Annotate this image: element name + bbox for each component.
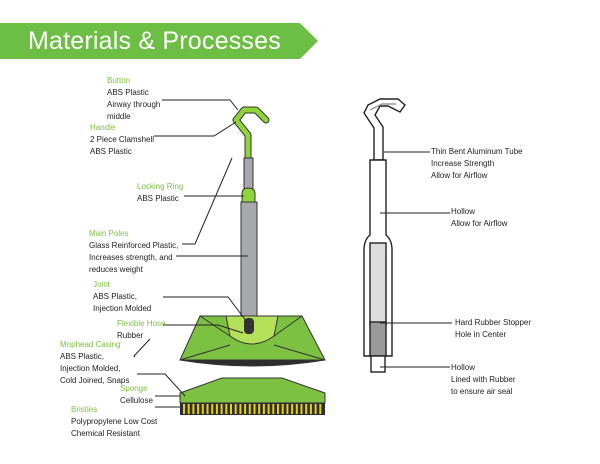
callout-line: 2 Piece Clamshell xyxy=(90,135,155,144)
bristles xyxy=(180,403,325,415)
main-pole xyxy=(240,201,258,321)
callout-line: to ensure air seal xyxy=(451,387,513,396)
callout-line: Allow for Airflow xyxy=(431,171,488,180)
callout-title: Flexible Hose xyxy=(117,319,166,328)
bristle xyxy=(300,404,303,414)
bristle xyxy=(211,404,214,414)
left-leader-lines xyxy=(133,99,248,408)
sponge xyxy=(179,377,326,404)
mophead-casing xyxy=(179,315,326,367)
locking-ring xyxy=(241,187,256,203)
bristle xyxy=(206,404,209,414)
callout-flexible-hose: Flexible Hose Rubber xyxy=(117,318,165,342)
callout-bristles: Bristles Polypropylene Low Cost Chemical… xyxy=(71,404,157,440)
callout-locking-ring: Locking Ring ABS Plastic xyxy=(137,181,183,205)
bristle xyxy=(281,404,284,414)
bristle xyxy=(309,404,312,414)
callout-title: Button xyxy=(107,76,131,85)
callout-line: ABS Plastic, xyxy=(93,292,138,301)
callout-line: Hole in Center xyxy=(455,330,507,339)
bristle xyxy=(192,404,195,414)
callout-title: Main Poles xyxy=(89,229,129,238)
callout-rubber-stopper: Hard Rubber Stopper Hole in Center xyxy=(455,317,531,341)
bristle xyxy=(272,404,275,414)
handle-part xyxy=(232,106,270,162)
bristle xyxy=(314,404,317,414)
callout-line: Chemical Resistant xyxy=(71,429,140,438)
section-banner: Materials & Processes xyxy=(0,23,318,59)
banner-arrow-shape xyxy=(0,23,318,59)
bristle xyxy=(183,404,185,414)
callout-title: Sponge xyxy=(120,384,148,393)
bristle xyxy=(239,404,242,414)
bristle xyxy=(286,404,289,414)
callout-line: ABS Plastic xyxy=(90,147,132,156)
callout-main-poles: Main Poles Glass Reinforced Plastic, Inc… xyxy=(89,228,178,276)
callout-line: ABS Plastic xyxy=(137,194,179,203)
right-leader-lines xyxy=(380,151,452,368)
bristle xyxy=(230,404,232,414)
callout-joint: Joint ABS Plastic, Injection Molded xyxy=(93,279,151,315)
callout-line: Lined with Rubber xyxy=(451,375,516,384)
callout-sponge: Sponge Cellulose xyxy=(120,383,153,407)
bristle xyxy=(291,404,294,414)
bristle xyxy=(262,404,265,414)
bristle xyxy=(197,404,200,414)
callout-line: Hollow xyxy=(451,363,476,372)
callout-line: Polypropylene Low Cost xyxy=(71,417,158,426)
bristle xyxy=(305,404,308,414)
callout-line: Injection Molded xyxy=(93,304,152,313)
callout-line: reduces weight xyxy=(89,265,143,274)
callout-line: ABS Plastic, xyxy=(60,352,105,361)
callout-title: Bristles xyxy=(71,405,98,414)
page-title: Materials & Processes xyxy=(28,27,281,55)
bristle xyxy=(277,404,279,414)
callout-line: Cellulose xyxy=(120,396,153,405)
bristle xyxy=(187,404,190,414)
callout-line: Hard Rubber Stopper xyxy=(455,318,532,327)
callout-handle: Handle 2 Piece Clamshell ABS Plastic xyxy=(90,122,154,158)
callout-line: Allow for Airflow xyxy=(451,219,508,228)
cross-section-drawing xyxy=(363,98,406,373)
callout-hollow-airflow: Hollow Allow for Airflow xyxy=(451,206,507,230)
bristle xyxy=(319,404,322,414)
callout-mophead-casing: Mophead Casing ABS Plastic, Injection Mo… xyxy=(60,339,129,387)
callout-title: Mophead Casing xyxy=(60,340,121,349)
callout-line: Increases strength, and xyxy=(89,253,173,262)
callout-line: Injection Molded, xyxy=(60,364,121,373)
callout-line: ABS Plastic xyxy=(107,88,149,97)
callout-line: Increase Strength xyxy=(431,159,495,168)
callout-button: Button ABS Plastic Airway through middle xyxy=(107,75,160,123)
bristle xyxy=(225,404,228,414)
bristle xyxy=(215,404,218,414)
bristle xyxy=(234,404,237,414)
callout-line: Hollow xyxy=(451,207,476,216)
callout-line: Thin Bent Aluminum Tube xyxy=(431,147,523,156)
callout-line: Rubber xyxy=(117,331,144,340)
bristle xyxy=(248,404,251,414)
callout-title: Locking Ring xyxy=(137,182,184,191)
callout-line: Glass Reinforced Plastic, xyxy=(89,241,179,250)
upper-pole xyxy=(243,157,254,191)
callout-line: Cold Joined, Snaps xyxy=(60,376,130,385)
bristle xyxy=(244,404,247,414)
bristle xyxy=(267,404,270,414)
callout-line: middle xyxy=(107,112,131,121)
callout-title: Joint xyxy=(93,280,110,289)
bristle xyxy=(258,404,261,414)
bristle xyxy=(220,404,223,414)
callout-hollow-rubber: Hollow Lined with Rubber to ensure air s… xyxy=(451,362,515,398)
callout-title: Handle xyxy=(90,123,116,132)
bristle xyxy=(295,404,298,414)
callout-line: Airway through xyxy=(107,100,161,109)
bristle xyxy=(201,404,204,414)
callout-aluminum-tube: Thin Bent Aluminum Tube Increase Strengt… xyxy=(431,146,523,182)
bristle xyxy=(253,404,256,414)
